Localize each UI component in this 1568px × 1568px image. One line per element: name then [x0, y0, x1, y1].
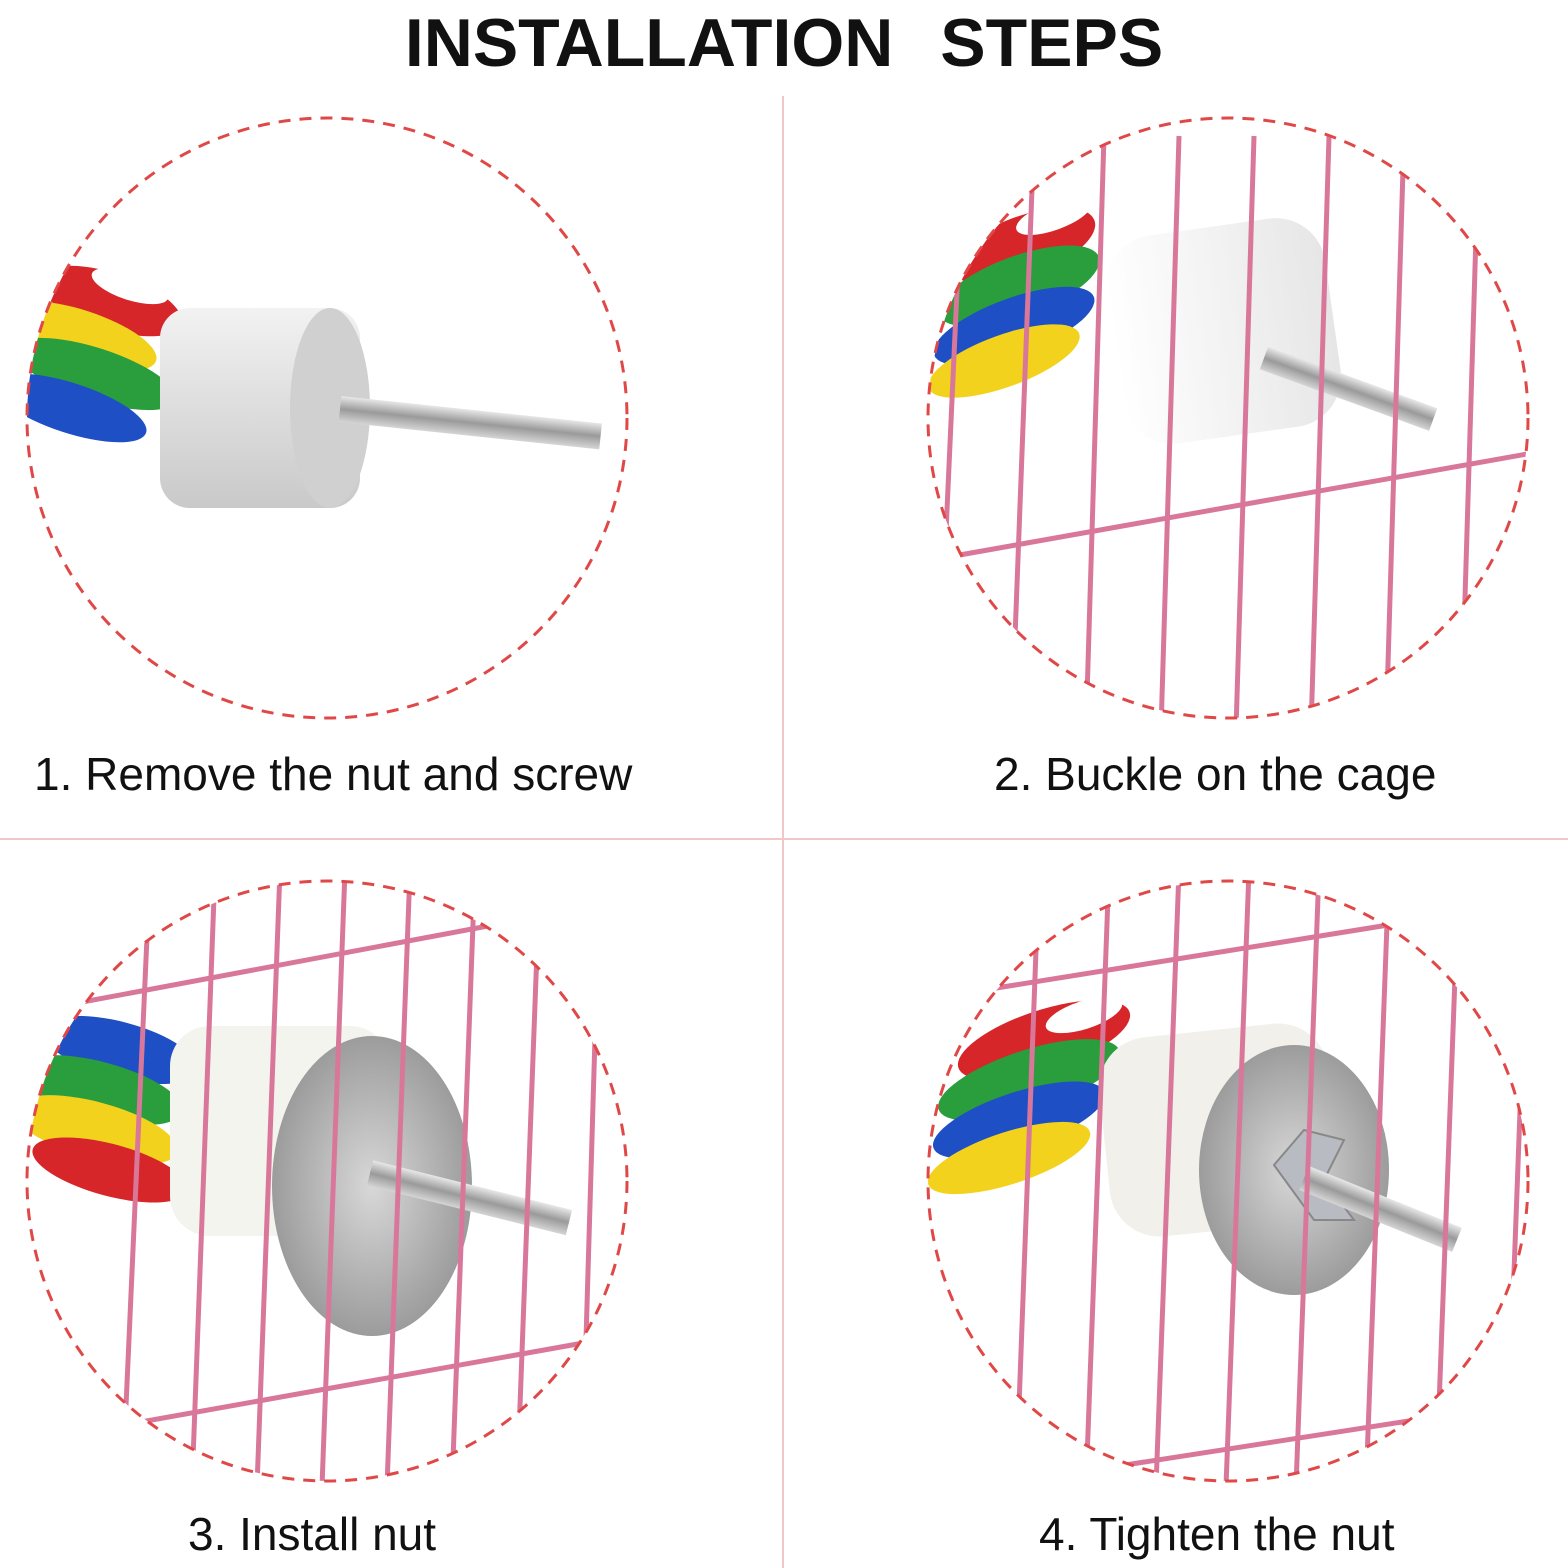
dashed-circle	[926, 116, 1530, 720]
dashed-circle	[926, 879, 1530, 1483]
perch-cylinder-icon	[160, 308, 370, 508]
step-4-panel: 4. Tighten the nut	[784, 840, 1568, 1568]
perch-cylinder-icon	[1106, 218, 1342, 444]
vertical-divider	[782, 96, 784, 1568]
step-4-label: 4. Tighten the nut	[1039, 1508, 1395, 1560]
screw-icon	[338, 396, 602, 450]
screw-icon	[366, 1160, 573, 1236]
step-3-panel: 3. Install nut	[0, 840, 782, 1568]
step-1-illustration	[25, 116, 629, 720]
step-4-illustration	[926, 879, 1530, 1483]
step-2-panel: 2. Buckle on the cage	[784, 96, 1568, 838]
horizontal-divider	[0, 838, 1568, 840]
step-3-illustration	[25, 879, 629, 1483]
screw-icon	[1299, 1165, 1462, 1252]
step-1-panel: 1. Remove the nut and screw	[0, 96, 782, 838]
cage-wires-icon	[931, 135, 1528, 718]
step-1-label: 1. Remove the nut and screw	[34, 748, 633, 800]
page-title: INSTALLATION STEPS	[404, 5, 1164, 81]
screw-icon	[1259, 346, 1438, 431]
step-2-illustration	[926, 116, 1530, 720]
step-3-label: 3. Install nut	[188, 1508, 437, 1560]
rope-icon	[928, 197, 1100, 398]
dashed-circle	[25, 879, 629, 1483]
dashed-circle	[25, 116, 629, 720]
step-2-label: 2. Buckle on the cage	[994, 748, 1437, 800]
